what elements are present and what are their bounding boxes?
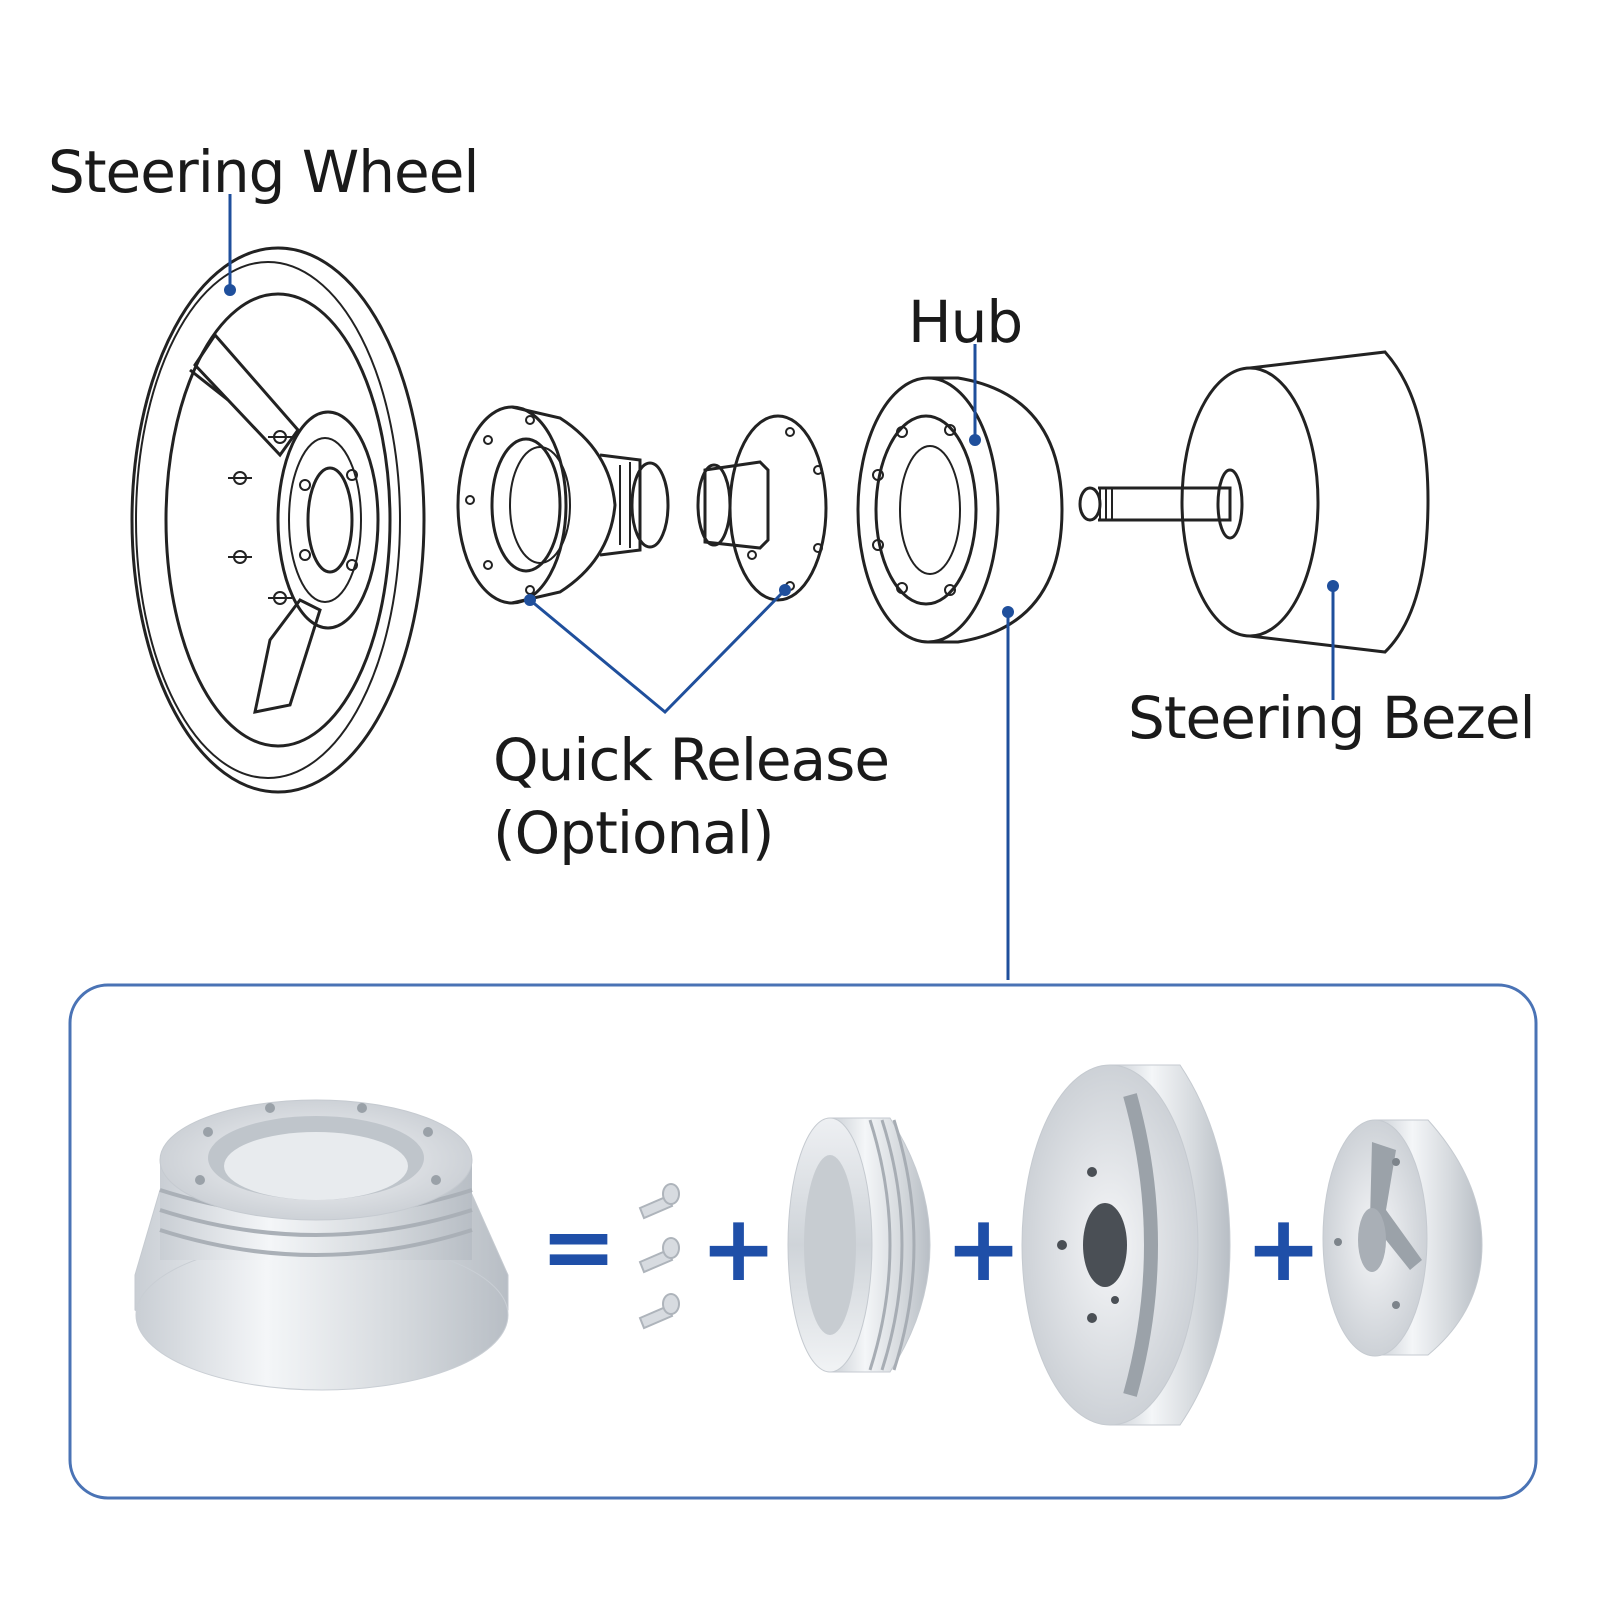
plus-sign-1: + bbox=[700, 1195, 777, 1302]
quick-release-plate-drawing bbox=[696, 414, 828, 602]
assembled-hub-image bbox=[134, 1099, 509, 1391]
quick-release-drawing bbox=[456, 405, 670, 605]
steering-bezel-label: Steering Bezel bbox=[1128, 684, 1535, 752]
hub-drawing bbox=[856, 376, 1064, 644]
cam-plate-image bbox=[1322, 1119, 1483, 1357]
steering-bezel-drawing bbox=[1180, 350, 1430, 654]
adapter-ring-image bbox=[787, 1117, 931, 1373]
hub-components-panel bbox=[68, 983, 1538, 1500]
plus-sign-2: + bbox=[945, 1195, 1022, 1302]
base-plate-image bbox=[1021, 1064, 1231, 1426]
leader-lines bbox=[224, 194, 1339, 980]
quick-release-label: Quick Release bbox=[493, 726, 889, 794]
steering-wheel-label: Steering Wheel bbox=[48, 138, 479, 206]
screws-image bbox=[638, 1183, 680, 1330]
steering-column-drawing bbox=[1078, 468, 1244, 540]
hub-label: Hub bbox=[908, 288, 1022, 356]
quick-release-optional-label: (Optional) bbox=[493, 799, 773, 867]
steering-wheel-drawing bbox=[130, 246, 426, 794]
plus-sign-3: + bbox=[1245, 1195, 1322, 1302]
equals-sign: = bbox=[540, 1193, 617, 1300]
